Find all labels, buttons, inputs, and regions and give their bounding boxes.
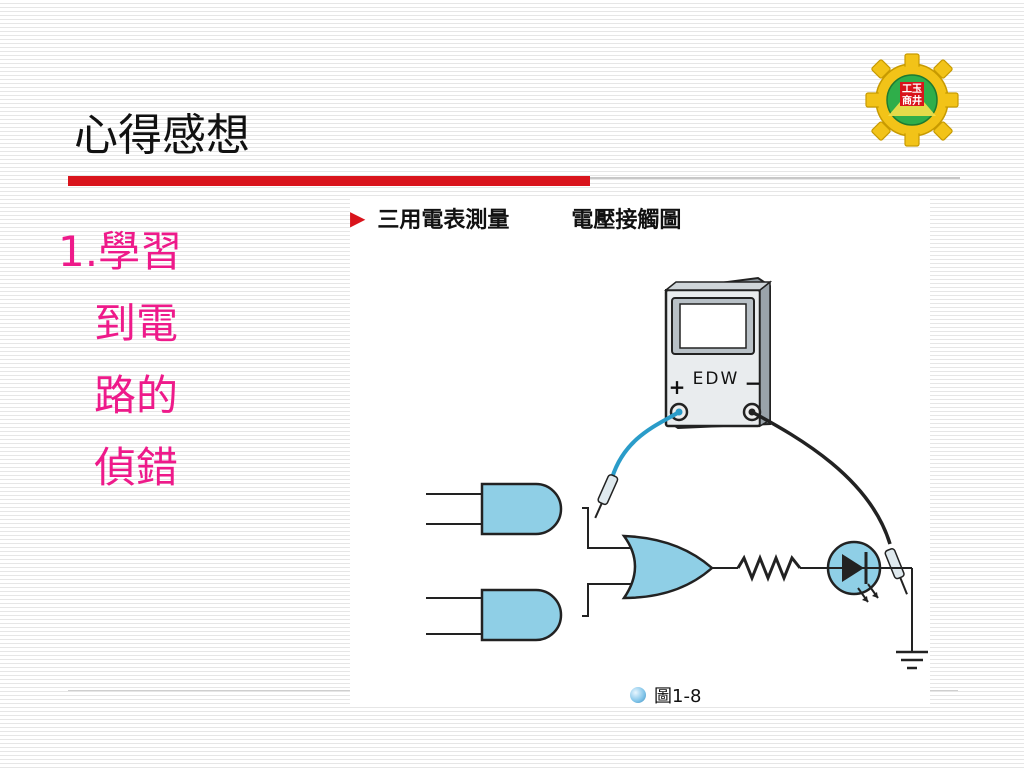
meter-minus: − — [745, 371, 762, 395]
bullet-line-2: 到電 — [94, 299, 179, 348]
bullet-line-1: 學習 — [98, 227, 183, 276]
and-gate-bottom — [480, 588, 563, 642]
figure-heading-part1: 三用電表測量 — [377, 208, 510, 233]
footer-rule-right — [930, 690, 958, 691]
multimeter: EDW + − — [663, 276, 773, 430]
and-gate-top — [480, 482, 563, 536]
resistor — [736, 553, 802, 583]
footer-rule-left — [68, 690, 350, 691]
negative-probe — [884, 548, 908, 595]
triangle-bullet-icon: ▶ — [350, 206, 366, 230]
bullet-line-3: 路的 — [94, 371, 179, 420]
meter-brand: EDW — [693, 369, 740, 389]
circuit-figure: ▶ 三用電表測量 電壓接觸圖 EDW + − — [350, 198, 930, 708]
caption-dot-icon — [630, 687, 646, 703]
circuit-diagram: EDW + − — [426, 276, 928, 670]
slide-title: 心得感想 — [74, 110, 250, 161]
title-rule-grey — [590, 177, 960, 179]
bullet-number: 1. — [58, 227, 99, 276]
figure-caption-text: 圖1-8 — [654, 686, 702, 707]
bullet-text: 1.學習 到電 路的 偵錯 — [58, 216, 238, 504]
title-rule-red — [68, 176, 590, 186]
figure-heading-part2: 電壓接觸圖 — [571, 208, 682, 233]
positive-probe-wire — [610, 410, 681, 479]
figure-caption: 圖1-8 — [630, 682, 701, 708]
school-logo: 工玉 商井 — [865, 53, 959, 147]
bullet-line-4: 偵錯 — [94, 443, 179, 492]
or-gate — [621, 534, 714, 600]
svg-text:商井: 商井 — [902, 94, 922, 107]
figure-heading: ▶ 三用電表測量 電壓接觸圖 — [350, 200, 681, 236]
meter-plus: + — [669, 375, 686, 399]
logo-lettering: 工玉 — [902, 83, 922, 95]
negative-probe-wire — [751, 410, 892, 545]
ground-symbol — [896, 650, 928, 670]
positive-probe — [594, 474, 619, 519]
led — [826, 540, 882, 603]
